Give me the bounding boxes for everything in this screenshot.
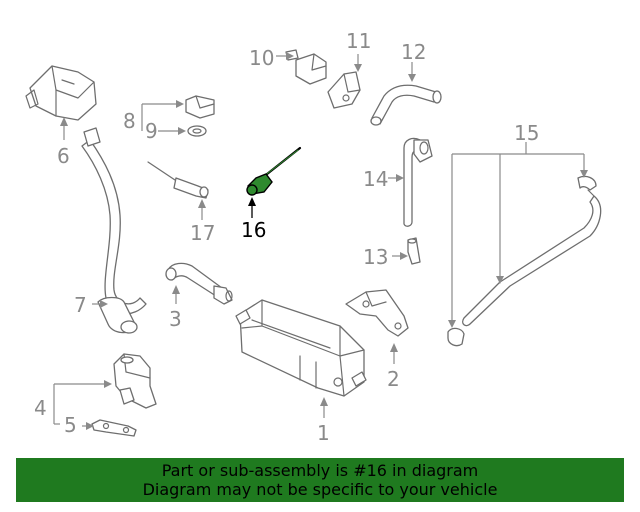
callout-15[interactable]: 15	[514, 121, 539, 145]
callout-13[interactable]: 13	[363, 245, 388, 269]
leader-10	[276, 52, 294, 60]
callout-8[interactable]: 8	[123, 109, 136, 133]
callout-9[interactable]: 9	[145, 119, 158, 143]
callout-1[interactable]: 1	[317, 421, 330, 445]
leader-15	[448, 142, 588, 328]
leader-13	[392, 252, 408, 260]
part-6-module[interactable]	[25, 65, 97, 121]
part-5-clip[interactable]	[91, 419, 137, 437]
part-17-sensor[interactable]	[147, 161, 209, 199]
callout-16[interactable]: 16	[241, 218, 266, 242]
leader-7	[92, 300, 108, 308]
callout-2[interactable]: 2	[387, 367, 400, 391]
callout-10[interactable]: 10	[249, 46, 274, 70]
leader-17	[198, 199, 206, 220]
leader-12	[408, 62, 416, 82]
callout-11[interactable]: 11	[346, 29, 371, 53]
part-13-fitting[interactable]	[407, 237, 421, 265]
leader-3	[172, 285, 180, 304]
callout-5[interactable]: 5	[64, 413, 77, 437]
callout-12[interactable]: 12	[401, 40, 426, 64]
banner-line-2: Diagram may not be specific to your vehi…	[142, 480, 498, 499]
leader-2	[390, 343, 398, 364]
leader-14	[388, 174, 404, 182]
part-9-o-ring[interactable]	[187, 125, 207, 137]
callout-17[interactable]: 17	[190, 221, 215, 245]
part-4-valve[interactable]	[113, 353, 157, 409]
part-15-hose[interactable]	[447, 175, 602, 347]
part-8-sensor[interactable]	[185, 95, 215, 119]
leader-8-9	[141, 100, 186, 135]
callout-6[interactable]: 6	[57, 144, 70, 168]
leader-11	[354, 54, 362, 72]
part-3-hose[interactable]	[165, 262, 233, 305]
part-14-hose[interactable]	[403, 137, 433, 227]
leader-4-5	[53, 380, 112, 430]
parts-diagram: 6 7 8 9 17	[25, 29, 602, 445]
part-1-canister[interactable]	[235, 299, 367, 397]
leader-1	[320, 397, 328, 418]
leader-6	[60, 117, 68, 140]
part-2-bracket[interactable]	[345, 289, 409, 337]
banner-line-1: Part or sub-assembly is #16 in diagram	[161, 461, 479, 480]
part-10-valve[interactable]	[285, 49, 327, 85]
info-banner: Part or sub-assembly is #16 in diagram D…	[16, 458, 624, 502]
part-16-highlighted[interactable]	[246, 146, 302, 196]
callout-3[interactable]: 3	[169, 307, 182, 331]
part-12-tube[interactable]	[370, 84, 442, 126]
callout-14[interactable]: 14	[363, 167, 388, 191]
part-11-bracket[interactable]	[327, 71, 361, 109]
callout-4[interactable]: 4	[34, 396, 47, 420]
part-7-hose[interactable]	[81, 127, 147, 334]
leader-16	[248, 197, 256, 218]
callout-7[interactable]: 7	[74, 293, 87, 317]
